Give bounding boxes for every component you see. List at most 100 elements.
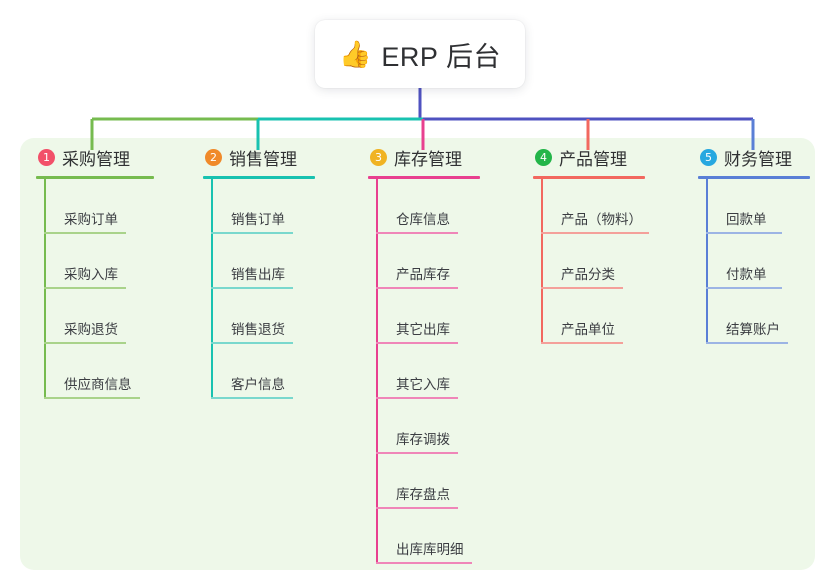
leaf-node[interactable]: 供应商信息 — [36, 344, 186, 399]
leaf-label: 其它出库 — [396, 322, 450, 337]
leaf-label: 采购订单 — [64, 212, 118, 227]
branch-spine — [44, 179, 46, 399]
branch-underline — [203, 176, 315, 179]
leaf-underline — [541, 287, 623, 289]
branch-column-5: 5 财务管理回款单付款单结算账户 — [698, 145, 838, 344]
leaf-node[interactable]: 库存盘点 — [368, 454, 518, 509]
root-node-erp-backend[interactable]: 👍 ERP 后台 — [315, 20, 525, 88]
leaf-underline — [44, 232, 126, 234]
leaf-node[interactable]: 销售订单 — [203, 179, 353, 234]
root-node-title: ERP 后台 — [381, 41, 501, 72]
branch-items: 采购订单采购入库采购退货供应商信息 — [36, 179, 186, 399]
branch-badge-3: 3 — [370, 148, 387, 166]
leaf-underline — [541, 232, 649, 234]
branch-badge-2: 2 — [205, 148, 222, 166]
leaf-node[interactable]: 其它出库 — [368, 289, 518, 344]
leaf-underline — [376, 397, 458, 399]
leaf-underline — [706, 287, 782, 289]
branch-spine — [376, 179, 378, 564]
leaf-underline — [706, 232, 782, 234]
leaf-label: 客户信息 — [231, 377, 285, 392]
branch-items: 回款单付款单结算账户 — [698, 179, 838, 344]
branch-column-1: 1 采购管理采购订单采购入库采购退货供应商信息 — [36, 145, 186, 399]
leaf-label: 供应商信息 — [64, 377, 132, 392]
leaf-underline — [541, 342, 623, 344]
leaf-underline — [211, 342, 293, 344]
leaf-underline — [376, 342, 458, 344]
branch-spine — [706, 179, 708, 344]
leaf-underline — [376, 232, 458, 234]
branch-underline — [36, 176, 154, 179]
branch-header-4[interactable]: 4 产品管理 — [533, 145, 693, 169]
leaf-node[interactable]: 产品库存 — [368, 234, 518, 289]
branch-items: 产品（物料） 产品分类产品单位 — [533, 179, 693, 344]
branch-badge-5: 5 — [700, 148, 717, 166]
leaf-node[interactable]: 采购入库 — [36, 234, 186, 289]
leaf-node[interactable]: 结算账户 — [698, 289, 838, 344]
branch-title: 财务管理 — [724, 149, 792, 169]
leaf-label: 产品分类 — [561, 267, 615, 282]
leaf-label: 其它入库 — [396, 377, 450, 392]
leaf-label: 回款单 — [726, 212, 767, 227]
leaf-label: 出库库明细 — [396, 542, 464, 557]
branch-title: 销售管理 — [229, 149, 297, 169]
leaf-node[interactable]: 其它入库 — [368, 344, 518, 399]
branch-badge-4: 4 — [535, 148, 552, 166]
leaf-underline — [376, 562, 472, 564]
leaf-node[interactable]: 回款单 — [698, 179, 838, 234]
leaf-label: 产品（物料） — [561, 212, 642, 227]
leaf-node[interactable]: 采购退货 — [36, 289, 186, 344]
leaf-label: 产品单位 — [561, 322, 615, 337]
leaf-label: 库存盘点 — [396, 487, 450, 502]
branch-spine — [541, 179, 543, 344]
leaf-underline — [211, 232, 293, 234]
leaf-node[interactable]: 产品分类 — [533, 234, 693, 289]
leaf-node[interactable]: 仓库信息 — [368, 179, 518, 234]
leaf-node[interactable]: 产品（物料） — [533, 179, 693, 234]
leaf-node[interactable]: 出库库明细 — [368, 509, 518, 564]
branch-title: 产品管理 — [559, 149, 627, 169]
thumbs-up-icon: 👍 — [339, 39, 372, 69]
branch-column-3: 3 库存管理仓库信息产品库存其它出库其它入库库存调拨库存盘点出库库明细 — [368, 145, 518, 564]
branch-header-1[interactable]: 1 采购管理 — [36, 145, 186, 169]
leaf-label: 采购退货 — [64, 322, 118, 337]
branch-title: 库存管理 — [394, 149, 462, 169]
branch-underline — [368, 176, 480, 179]
branch-header-5[interactable]: 5 财务管理 — [698, 145, 838, 169]
leaf-underline — [44, 287, 126, 289]
branch-column-4: 4 产品管理产品（物料） 产品分类产品单位 — [533, 145, 693, 344]
leaf-underline — [376, 507, 458, 509]
leaf-node[interactable]: 客户信息 — [203, 344, 353, 399]
leaf-label: 销售退货 — [231, 322, 285, 337]
branch-items: 销售订单销售出库销售退货客户信息 — [203, 179, 353, 399]
leaf-label: 采购入库 — [64, 267, 118, 282]
leaf-label: 产品库存 — [396, 267, 450, 282]
branch-header-3[interactable]: 3 库存管理 — [368, 145, 518, 169]
leaf-underline — [706, 342, 788, 344]
branch-underline — [533, 176, 645, 179]
leaf-underline — [44, 342, 126, 344]
branch-items: 仓库信息产品库存其它出库其它入库库存调拨库存盘点出库库明细 — [368, 179, 518, 564]
leaf-node[interactable]: 采购订单 — [36, 179, 186, 234]
leaf-label: 库存调拨 — [396, 432, 450, 447]
leaf-label: 仓库信息 — [396, 212, 450, 227]
branch-underline — [698, 176, 810, 179]
leaf-label: 付款单 — [726, 267, 767, 282]
leaf-node[interactable]: 库存调拨 — [368, 399, 518, 454]
leaf-underline — [44, 397, 140, 399]
leaf-node[interactable]: 销售退货 — [203, 289, 353, 344]
diagram-panel — [20, 138, 815, 570]
leaf-label: 销售订单 — [231, 212, 285, 227]
branch-badge-1: 1 — [38, 148, 55, 166]
leaf-node[interactable]: 销售出库 — [203, 234, 353, 289]
branch-title: 采购管理 — [62, 149, 130, 169]
leaf-underline — [376, 452, 458, 454]
leaf-underline — [211, 397, 293, 399]
branch-header-2[interactable]: 2 销售管理 — [203, 145, 353, 169]
leaf-label: 结算账户 — [726, 322, 780, 337]
branch-column-2: 2 销售管理销售订单销售出库销售退货客户信息 — [203, 145, 353, 399]
leaf-node[interactable]: 付款单 — [698, 234, 838, 289]
leaf-node[interactable]: 产品单位 — [533, 289, 693, 344]
branch-spine — [211, 179, 213, 399]
